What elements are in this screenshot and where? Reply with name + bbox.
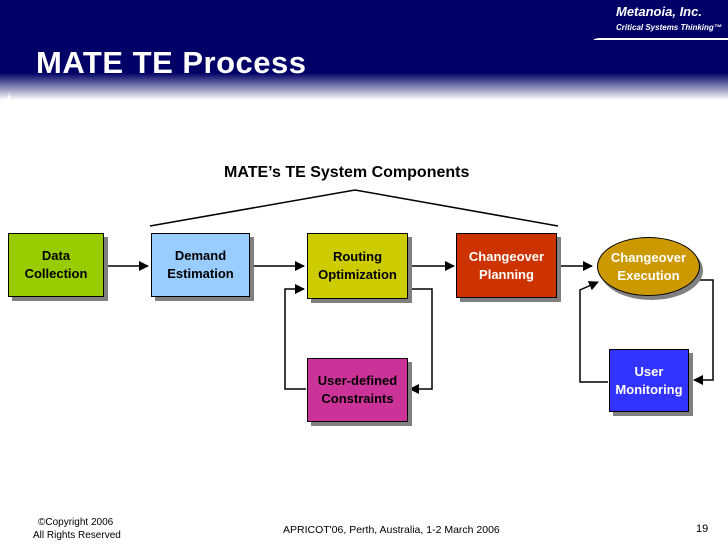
changeover-planning-label: Changeover Planning [468, 248, 545, 282]
arrow-execution-to-monitoring [693, 279, 714, 385]
group-label: MATE’s TE System Components [224, 164, 470, 181]
page-number: 19 [696, 523, 709, 535]
user-defined-constraints-label: User-defined Constraints [317, 373, 398, 406]
rights-text: All Rights Reserved [33, 530, 121, 541]
changeover-planning-box: Changeover Planning [456, 233, 557, 298]
copyright-text: ©Copyright 2006 [38, 517, 114, 528]
page-title: MATE TE Process [36, 45, 307, 80]
company-tagline: Critical Systems Thinking™ [616, 23, 722, 32]
data-collection-box: Data Collection [8, 233, 104, 297]
demand-estimation-label: Demand Estimation [167, 248, 234, 281]
arrow-routing-to-constraints [408, 288, 433, 394]
header-gradient [0, 0, 728, 100]
changeover-execution-ellipse: Changeover Execution [597, 237, 700, 296]
company-name: Metanoia, Inc. [616, 4, 702, 19]
demand-estimation-box: Demand Estimation [151, 233, 250, 297]
user-monitoring-box: User Monitoring [609, 349, 689, 412]
arrow-monitoring-to-execution [579, 281, 608, 383]
arrow-constraints-to-routing [284, 284, 306, 390]
group-bracket [149, 189, 559, 227]
routing-optimization-box: Routing Optimization [307, 233, 408, 299]
header-band: Metanoia, Inc. Critical Systems Thinking… [0, 0, 728, 100]
data-collection-label: Data Collection [24, 248, 88, 281]
conference-text: APRICOT'06, Perth, Australia, 1-2 March … [283, 524, 500, 536]
changeover-execution-label: Changeover Execution [610, 249, 687, 283]
user-monitoring-label: User Monitoring [615, 363, 683, 397]
routing-optimization-label: Routing Optimization [318, 249, 397, 282]
user-defined-constraints-box: User-defined Constraints [307, 358, 408, 422]
